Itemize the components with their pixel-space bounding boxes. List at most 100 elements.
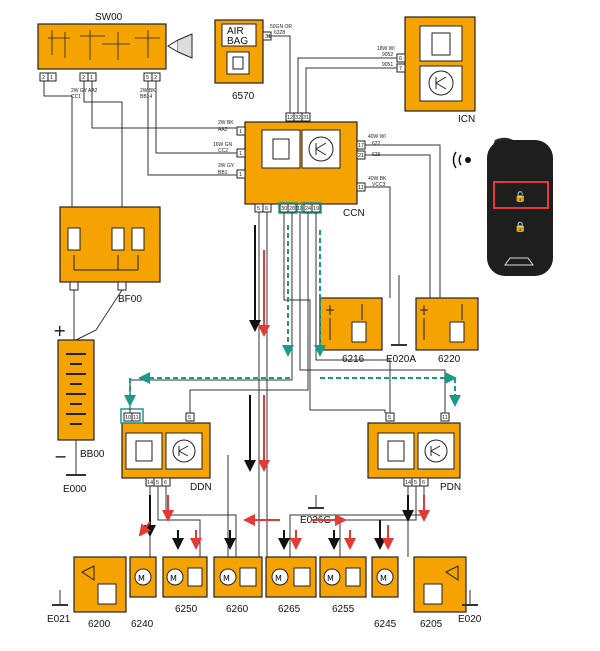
svg-text:24: 24 bbox=[305, 206, 311, 212]
svg-text:M: M bbox=[138, 574, 145, 583]
svg-text:2: 2 bbox=[154, 75, 157, 81]
svg-text:629: 629 bbox=[372, 152, 381, 158]
svg-text:CC2: CC2 bbox=[218, 148, 228, 154]
svg-text:M: M bbox=[170, 574, 177, 583]
icn-module[interactable]: ICN bbox=[404, 16, 476, 125]
svg-text:16W GN: 16W GN bbox=[213, 142, 233, 148]
svg-text:M: M bbox=[380, 574, 387, 583]
module-6265[interactable]: M 6265 bbox=[265, 556, 317, 615]
svg-text:1: 1 bbox=[239, 172, 242, 178]
svg-text:6: 6 bbox=[399, 56, 402, 62]
svg-text:2: 2 bbox=[42, 75, 45, 81]
module-6205[interactable]: 6205 bbox=[413, 556, 467, 630]
svg-text:50GN OR: 50GN OR bbox=[270, 24, 292, 30]
svg-text:1: 1 bbox=[239, 129, 242, 135]
airbag-module-6570[interactable]: AIR BAG 6570 bbox=[214, 19, 264, 102]
svg-text:5: 5 bbox=[156, 480, 159, 486]
svg-text:1: 1 bbox=[90, 75, 93, 81]
svg-text:6: 6 bbox=[265, 206, 268, 212]
module-6255[interactable]: M 6255 bbox=[319, 556, 367, 615]
svg-text:14: 14 bbox=[405, 480, 411, 486]
bb00-title: BB00 bbox=[80, 449, 105, 460]
module-6200[interactable]: 6200 bbox=[73, 556, 127, 630]
m6240-label: 6240 bbox=[131, 619, 154, 630]
m6220-label: 6220 bbox=[438, 354, 461, 365]
svg-text:−: − bbox=[54, 447, 67, 466]
svg-text:BB14: BB14 bbox=[140, 94, 152, 100]
ground-e020: E020 bbox=[458, 590, 482, 625]
svg-text:18W WI: 18W WI bbox=[377, 46, 395, 52]
svg-text:28: 28 bbox=[289, 206, 295, 212]
svg-text:VCC3: VCC3 bbox=[372, 182, 386, 188]
svg-text:M: M bbox=[327, 574, 334, 583]
unlock-highlight bbox=[493, 181, 549, 209]
svg-text:M: M bbox=[275, 574, 282, 583]
ddn-title: DDN bbox=[190, 482, 212, 493]
m6205-label: 6205 bbox=[420, 619, 443, 630]
battery-bb00[interactable]: + − BB00 bbox=[53, 321, 105, 466]
module-6220[interactable]: 6220 bbox=[415, 297, 479, 365]
pdn-title: PDN bbox=[440, 482, 461, 493]
svg-text:40W WI: 40W WI bbox=[368, 134, 386, 140]
svg-text:AA2: AA2 bbox=[88, 88, 98, 94]
bf00-module[interactable]: BF00 bbox=[59, 206, 161, 305]
ground-e021: E021 bbox=[47, 590, 71, 625]
svg-text:2: 2 bbox=[82, 75, 85, 81]
m6265-label: 6265 bbox=[278, 604, 301, 615]
airbag-text-1: AIR bbox=[227, 26, 244, 37]
svg-text:14: 14 bbox=[147, 480, 153, 486]
svg-text:5: 5 bbox=[414, 480, 417, 486]
svg-text:32: 32 bbox=[295, 115, 301, 121]
svg-text:11: 11 bbox=[358, 185, 364, 191]
svg-text:5: 5 bbox=[188, 415, 191, 421]
horn-icon bbox=[167, 33, 193, 59]
svg-text:1: 1 bbox=[50, 75, 53, 81]
svg-text:622: 622 bbox=[372, 141, 381, 147]
ccn-title: CCN bbox=[343, 208, 365, 219]
svg-text:31: 31 bbox=[265, 34, 271, 40]
module-6216[interactable]: 6216 bbox=[319, 297, 383, 365]
svg-text:BB1: BB1 bbox=[218, 170, 228, 176]
ddn-module[interactable]: DDN bbox=[121, 422, 212, 493]
m6250-label: 6250 bbox=[175, 604, 198, 615]
svg-text:19: 19 bbox=[313, 206, 319, 212]
remote-key: 🔓 🔒 bbox=[452, 137, 553, 276]
module-6240[interactable]: M 6240 bbox=[129, 556, 157, 630]
ground-e000: E000 bbox=[63, 440, 87, 495]
svg-text:11: 11 bbox=[133, 415, 139, 421]
ccn-module[interactable]: CCN bbox=[244, 121, 365, 219]
svg-text:2W GY: 2W GY bbox=[71, 88, 88, 94]
svg-text:2W BK: 2W BK bbox=[218, 120, 234, 126]
m6245-label: 6245 bbox=[374, 619, 397, 630]
m6260-label: 6260 bbox=[226, 604, 249, 615]
sw00-title: SW00 bbox=[95, 12, 123, 23]
module-6245[interactable]: M 6245 bbox=[371, 556, 399, 630]
module-6250[interactable]: M 6250 bbox=[162, 556, 208, 615]
svg-text:18: 18 bbox=[297, 206, 303, 212]
airbag-text-2: BAG bbox=[227, 36, 248, 47]
svg-text:🔒: 🔒 bbox=[514, 221, 526, 233]
svg-text:31: 31 bbox=[303, 115, 309, 121]
module-6260[interactable]: M 6260 bbox=[213, 556, 263, 615]
svg-text:10: 10 bbox=[125, 415, 131, 421]
sw00-module[interactable]: SW00 bbox=[37, 12, 167, 70]
svg-text:M: M bbox=[223, 574, 230, 583]
m6255-label: 6255 bbox=[332, 604, 355, 615]
svg-text:5: 5 bbox=[388, 415, 391, 421]
svg-text:+: + bbox=[53, 321, 66, 340]
e000-label: E000 bbox=[63, 484, 87, 495]
svg-text:17: 17 bbox=[358, 143, 364, 149]
e020a-label: E020A bbox=[386, 354, 416, 365]
ground-e020a: E020A bbox=[386, 275, 416, 365]
svg-text:6328: 6328 bbox=[274, 30, 285, 36]
ground-e026g: E026G bbox=[300, 495, 331, 526]
svg-text:9051: 9051 bbox=[382, 62, 393, 68]
e021-label: E021 bbox=[47, 614, 71, 625]
bf00-title: BF00 bbox=[118, 294, 142, 305]
svg-text:12: 12 bbox=[287, 115, 293, 121]
ccn-highlight-a bbox=[278, 202, 298, 214]
svg-text:AA2: AA2 bbox=[218, 127, 228, 133]
svg-text:40W BK: 40W BK bbox=[368, 176, 387, 182]
svg-text:2W BK: 2W BK bbox=[140, 88, 156, 94]
